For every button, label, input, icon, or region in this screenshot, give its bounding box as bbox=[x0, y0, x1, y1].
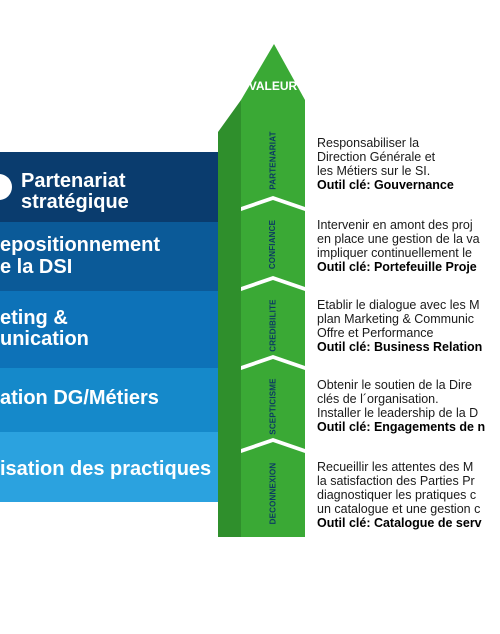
level-description-credibilite: Etablir le dialogue avec les M plan Mark… bbox=[317, 298, 482, 354]
description-line: les Métiers sur le SI. bbox=[317, 164, 431, 178]
level-title-line: eting & bbox=[0, 307, 68, 329]
level-description-confiance: Intervenir en amont des proj en place un… bbox=[317, 218, 480, 274]
chevron-dividers bbox=[241, 196, 305, 453]
description-line: clés de l´organisation. bbox=[317, 392, 439, 406]
description-line: Installer le leadership de la D bbox=[317, 406, 479, 420]
level-band-confiance: epositionnement e la DSI bbox=[0, 222, 245, 291]
level-description-scepticisme: Obtenir le soutien de la Dire clés de l´… bbox=[317, 378, 485, 434]
stage-label-credibilite: CREDIBILITE bbox=[268, 298, 278, 352]
arrow-side-shade bbox=[218, 100, 241, 537]
level-number-badge bbox=[0, 174, 12, 200]
arrow-head-label: VALEUR bbox=[248, 79, 298, 93]
key-tool: Outil clé: Engagements de n bbox=[317, 420, 486, 434]
description-line: la satisfaction des Parties Pr bbox=[317, 474, 475, 488]
level-description-deconnexion: Recueillir les attentes des M la satisfa… bbox=[317, 460, 482, 530]
chevron-divider bbox=[241, 355, 305, 370]
description-line: Recueillir les attentes des M bbox=[317, 460, 474, 474]
description-line: diagnostiquer les pratiques c bbox=[317, 488, 477, 502]
level-band-deconnexion: isation des practiques bbox=[0, 432, 245, 502]
description-line: Intervenir en amont des proj bbox=[317, 218, 473, 232]
level-title-line: unication bbox=[0, 328, 89, 350]
key-tool: Outil clé: Portefeuille Proje bbox=[317, 260, 477, 274]
level-band-credibilite: eting & unication bbox=[0, 291, 245, 368]
arrow-shape bbox=[241, 44, 305, 537]
description-line: Etablir le dialogue avec les M bbox=[317, 298, 480, 312]
description-line: Offre et Performance bbox=[317, 326, 434, 340]
level-band-partenariat: Partenariat stratégique bbox=[0, 152, 245, 222]
level-title-line: epositionnement bbox=[0, 234, 161, 256]
description-line: en place une gestion de la va bbox=[317, 232, 480, 246]
description-line: Direction Générale et bbox=[317, 150, 436, 164]
chevron-divider bbox=[241, 438, 305, 453]
level-title-line: e la DSI bbox=[0, 256, 73, 278]
level-title-line: stratégique bbox=[21, 191, 129, 213]
description-line: Responsabiliser la bbox=[317, 136, 420, 150]
key-tool: Outil clé: Gouvernance bbox=[317, 178, 454, 192]
stage-label-scepticisme: SCEPTICISME bbox=[268, 377, 278, 435]
level-title-line: ation DG/Métiers bbox=[0, 387, 159, 409]
stage-label-confiance: CONFIANCE bbox=[268, 219, 278, 269]
level-title-line: isation des practiques bbox=[0, 458, 212, 480]
stage-label-deconnexion: DECONNEXION bbox=[268, 462, 278, 524]
chevron-divider bbox=[241, 196, 305, 211]
chevron-divider bbox=[241, 276, 305, 291]
description-line: Obtenir le soutien de la Dire bbox=[317, 378, 472, 392]
stage-label-partenariat: PARTENARIAT bbox=[268, 130, 278, 190]
description-line: plan Marketing & Communic bbox=[317, 312, 475, 326]
level-title-line: Partenariat bbox=[21, 170, 126, 192]
level-band-scepticisme: ation DG/Métiers bbox=[0, 368, 245, 432]
key-tool: Outil clé: Catalogue de serv bbox=[317, 516, 482, 530]
key-tool: Outil clé: Business Relation bbox=[317, 340, 483, 354]
level-description-partenariat: Responsabiliser la Direction Générale et… bbox=[317, 136, 454, 192]
description-line: un catalogue et une gestion c bbox=[317, 502, 481, 516]
description-line: impliquer continuellement le bbox=[317, 246, 472, 260]
